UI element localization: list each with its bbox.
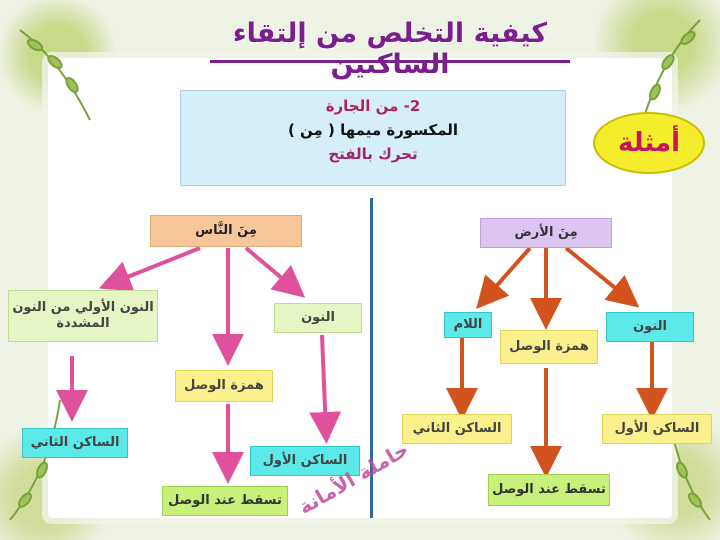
rule-note-box: 2- من الجارة المكسورة ميمها ( مِن ) تحرك… bbox=[180, 90, 566, 186]
right-branch-hamza: همزة الوصل bbox=[500, 330, 598, 364]
center-divider bbox=[370, 198, 373, 518]
right-example-head: مِنَ الأرض bbox=[480, 218, 612, 248]
left-branch-noon-first: النون الأولي من النون المشددة bbox=[8, 290, 158, 342]
leaf-decoration-icon bbox=[9, 19, 711, 521]
right-drop-on-connection: تسقط عند الوصل bbox=[488, 474, 610, 506]
left-second-sakin: الساكن الثاني bbox=[22, 428, 128, 458]
left-first-sakin: الساكن الأول bbox=[250, 446, 360, 476]
left-branch-hamza: همزة الوصل bbox=[175, 370, 273, 402]
left-arrows bbox=[56, 246, 342, 484]
rule-note-line-3: تحرك بالفتح bbox=[328, 145, 418, 163]
rule-note-line-2: المكسورة ميمها ( مِن ) bbox=[287, 121, 459, 139]
right-arrows bbox=[446, 246, 668, 478]
left-branch-noon: النون bbox=[274, 303, 362, 333]
right-second-sakin: الساكن الثاني bbox=[402, 414, 512, 444]
left-example-head: مِنَ النَّاس bbox=[150, 215, 302, 247]
right-branch-noon: النون bbox=[606, 312, 694, 342]
page-title: كيفية التخلص من إلتقاء الساكنين bbox=[232, 18, 548, 80]
examples-badge: أمثلة bbox=[593, 112, 705, 174]
left-drop-on-connection: تسقط عند الوصل bbox=[162, 486, 288, 516]
right-first-sakin: الساكن الأول bbox=[602, 414, 712, 444]
title-underline bbox=[210, 60, 570, 63]
rule-note-line-1: 2- من الجارة bbox=[325, 97, 421, 115]
right-branch-lam: اللام bbox=[444, 312, 492, 338]
